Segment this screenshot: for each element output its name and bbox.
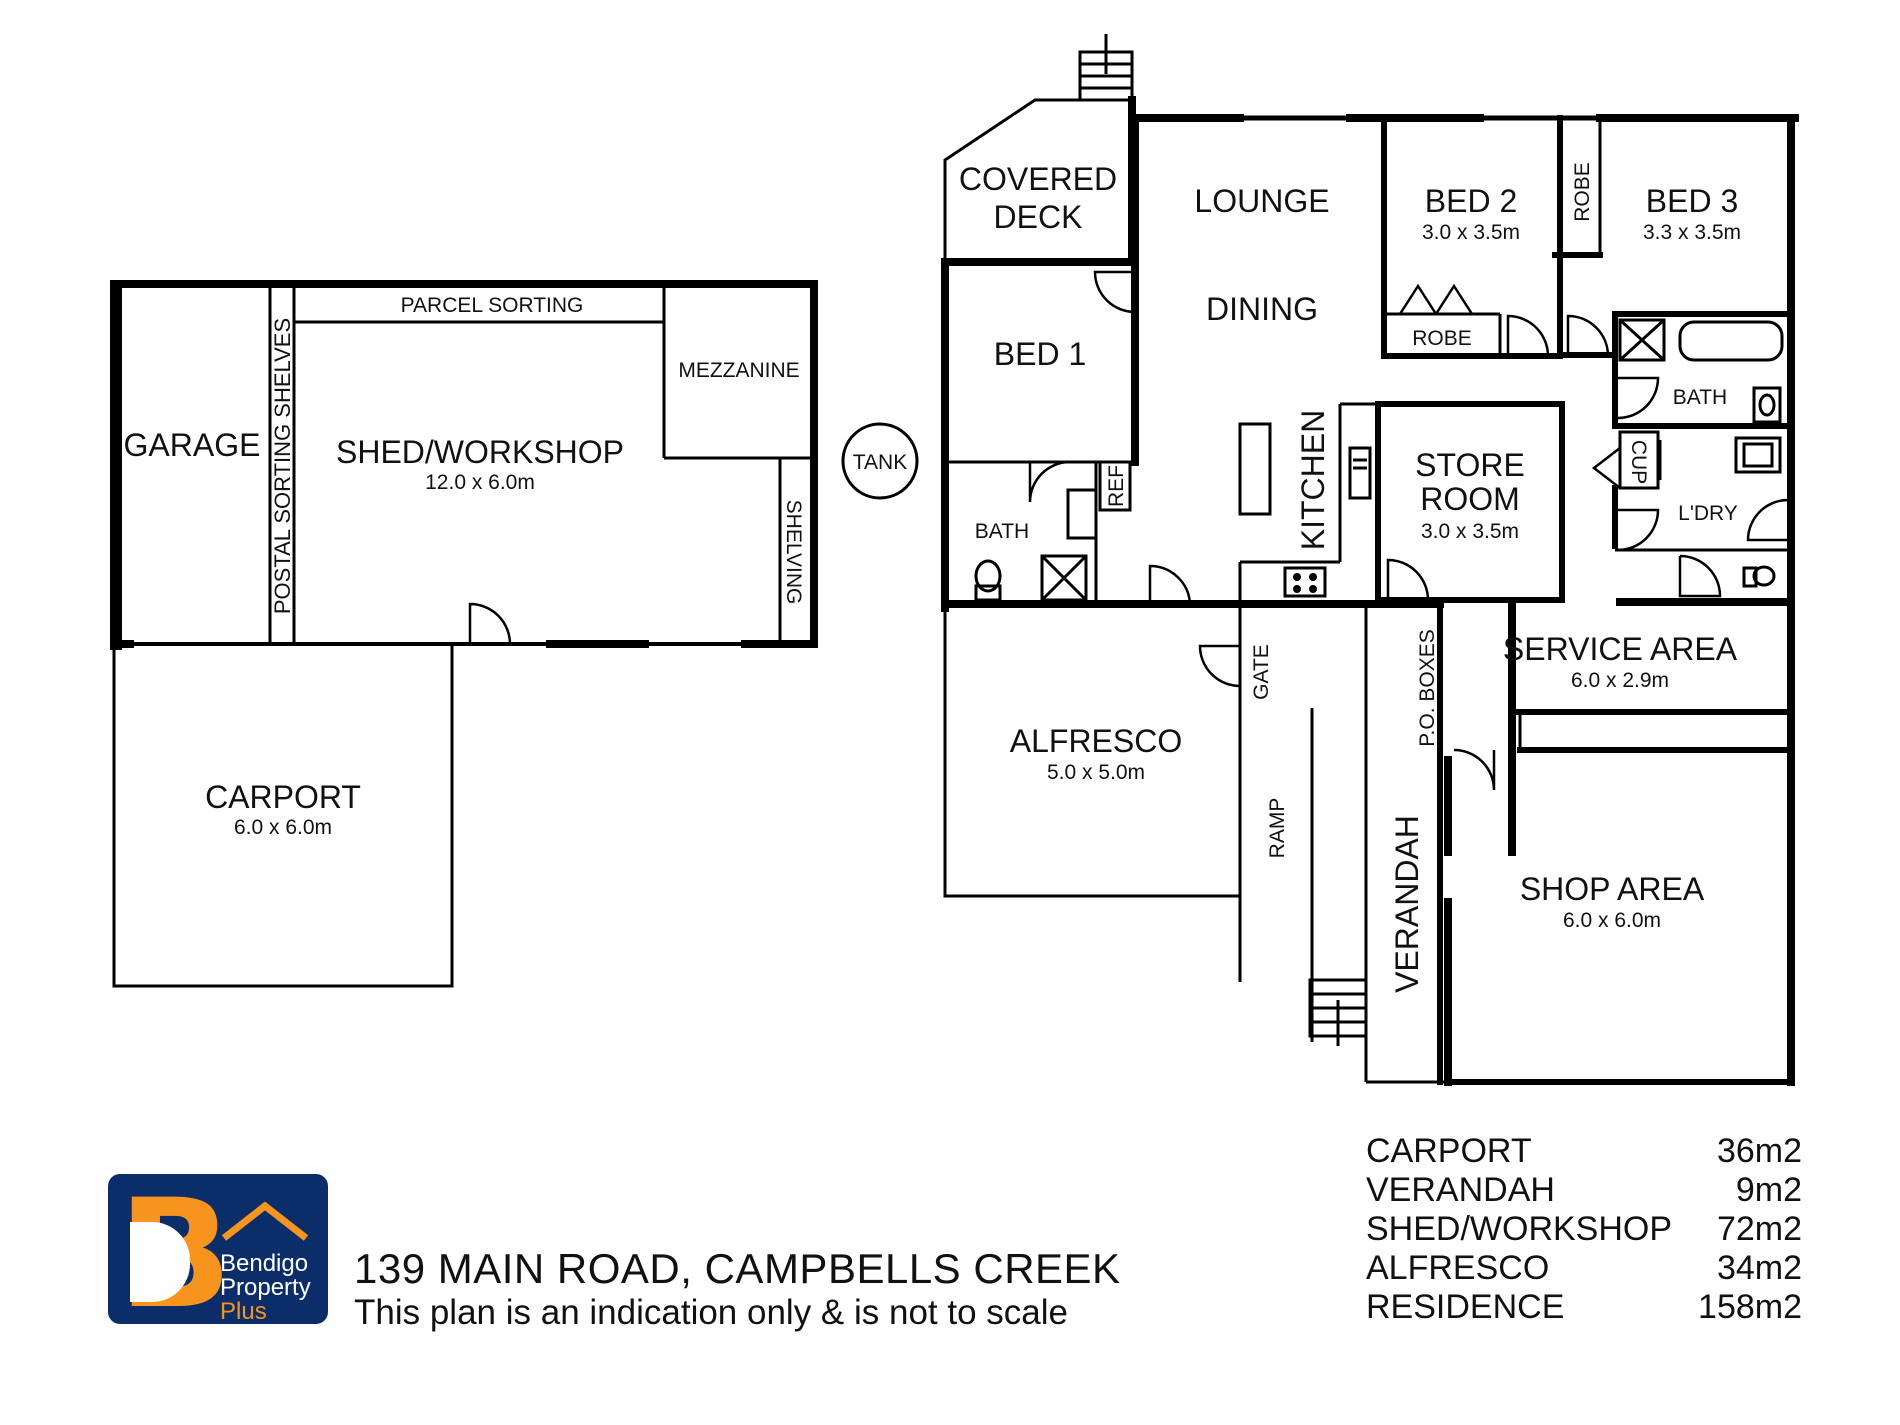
covered-deck-label-2: DECK	[994, 199, 1083, 235]
lounge-label: LOUNGE	[1194, 183, 1329, 219]
verandah-label: VERANDAH	[1389, 815, 1425, 993]
residence-walls	[941, 34, 1799, 1086]
service-area-label: SERVICE AREA	[1503, 631, 1738, 667]
service-area-size: 6.0 x 2.9m	[1571, 669, 1669, 692]
covered-deck-label-1: COVERED	[959, 161, 1117, 197]
carport-size: 6.0 x 6.0m	[234, 816, 332, 839]
tank-label: TANK	[853, 451, 907, 474]
shop-area-size: 6.0 x 6.0m	[1563, 909, 1661, 932]
shop-area-label: SHOP AREA	[1520, 871, 1705, 907]
bed3-label: BED 3	[1646, 183, 1738, 219]
ramp-label: RAMP	[1266, 798, 1289, 859]
robe-bed2-label: ROBE	[1412, 327, 1472, 350]
store-room-label-1: STORE	[1415, 447, 1525, 483]
gate-label: GATE	[1250, 644, 1273, 700]
shelving-label: SHELVING	[782, 500, 805, 605]
carport-label: CARPORT	[205, 779, 361, 815]
bath-bed1-label: BATH	[975, 520, 1029, 543]
bath-main-label: BATH	[1673, 386, 1727, 409]
mezzanine-label: MEZZANINE	[678, 359, 799, 382]
bed2-size: 3.0 x 3.5m	[1422, 221, 1520, 244]
bed3-size: 3.3 x 3.5m	[1643, 221, 1741, 244]
bed2-label: BED 2	[1425, 183, 1517, 219]
bed1-label: BED 1	[994, 336, 1086, 372]
alfresco-label: ALFRESCO	[1010, 723, 1182, 759]
alfresco-size: 5.0 x 5.0m	[1047, 761, 1145, 784]
shed-workshop-size: 12.0 x 6.0m	[425, 471, 535, 494]
ref-label: REF	[1105, 465, 1128, 507]
garage-label: GARAGE	[124, 427, 261, 463]
postal-sorting-shelves-label: POSTAL SORTING SHELVES	[270, 318, 295, 614]
cup-label: CUP	[1627, 440, 1650, 484]
dining-label: DINING	[1206, 291, 1318, 327]
store-room-label-2: ROOM	[1420, 481, 1520, 517]
po-boxes-label: P.O. BOXES	[1416, 629, 1439, 747]
tank-symbol	[841, 422, 919, 500]
robe-top-label: ROBE	[1571, 162, 1594, 222]
parcel-sorting-label: PARCEL SORTING	[401, 294, 584, 317]
shed-workshop-label: SHED/WORKSHOP	[336, 434, 624, 470]
laundry-label: L'DRY	[1678, 502, 1738, 525]
kitchen-label: KITCHEN	[1295, 410, 1331, 550]
store-room-size: 3.0 x 3.5m	[1421, 520, 1519, 543]
shed-building-walls	[110, 280, 818, 988]
